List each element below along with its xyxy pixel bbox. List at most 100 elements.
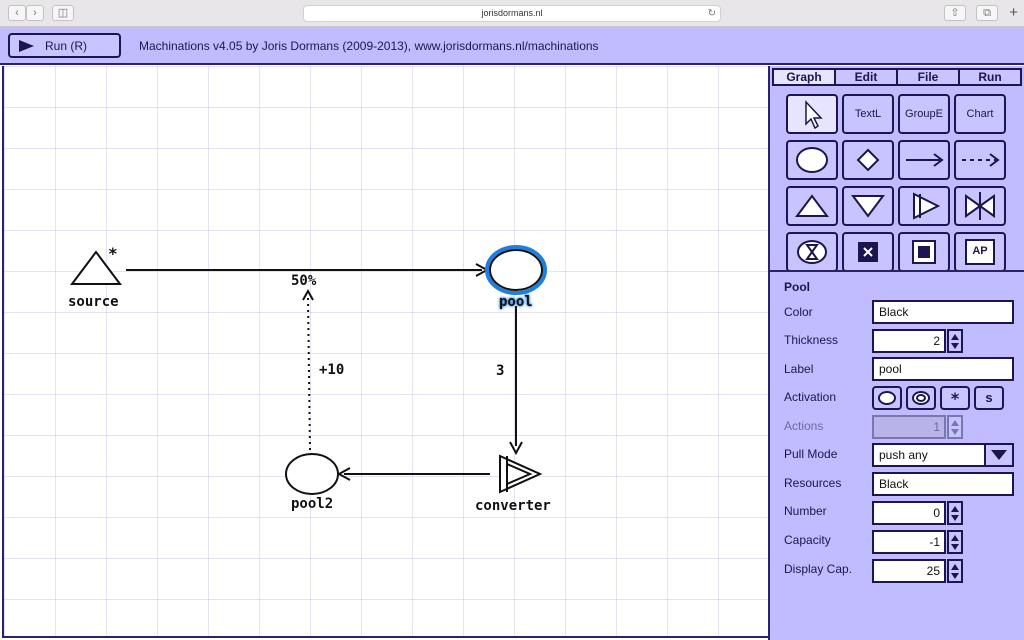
interactive-icon	[912, 391, 930, 405]
browser-toolbar: ‹ › ◫ jorisdormans.nl ↻ ⇧ ⧉ +	[0, 0, 1024, 27]
chart-tool-button[interactable]: Chart	[954, 94, 1006, 134]
star-icon: *	[951, 389, 960, 408]
properties-title: Pool	[784, 280, 810, 294]
capacity-stepper[interactable]	[947, 530, 963, 554]
diagram-canvas[interactable]: * source pool pool2 converter 50% 3 +10	[2, 66, 768, 638]
diagram-svg	[4, 66, 768, 636]
tab-run[interactable]: Run	[958, 68, 1022, 86]
drain-tool-button[interactable]	[842, 186, 894, 226]
converter-label: converter	[475, 498, 551, 514]
grid-background	[4, 66, 768, 636]
activation-starting-button[interactable]: s	[974, 386, 1004, 410]
chevron-down-icon	[991, 450, 1007, 460]
pool-tool-button[interactable]	[786, 140, 838, 180]
stepper-down-icon[interactable]	[951, 343, 959, 349]
register-icon	[912, 240, 936, 264]
resources-field[interactable]: Black	[872, 472, 1014, 496]
converter-tool-button[interactable]	[898, 186, 950, 226]
stepper-down-icon[interactable]	[951, 515, 959, 521]
capacity-field[interactable]: -1	[872, 530, 946, 554]
pool2-node[interactable]	[285, 453, 339, 495]
edge-label-state-modifier[interactable]: +10	[319, 362, 345, 378]
pull-mode-select[interactable]: push any	[872, 443, 1014, 467]
resource-connection-pool-converter[interactable]	[509, 306, 523, 456]
tab-bar: Graph Edit File Run	[772, 68, 1022, 86]
app-header: Run (R) Machinations v4.05 by Joris Dorm…	[0, 27, 1024, 65]
group-box-icon: GroupE	[905, 108, 943, 120]
pool-icon	[796, 147, 828, 173]
end-condition-icon	[858, 242, 878, 262]
delay-icon	[797, 240, 827, 264]
activation-automatic-button[interactable]: *	[940, 386, 970, 410]
delay-tool-button[interactable]	[786, 232, 838, 272]
tab-file[interactable]: File	[896, 68, 958, 86]
pointer-icon	[805, 100, 823, 130]
side-panel: Graph Edit File Run TextL GroupE Chart	[768, 66, 1024, 640]
pull-mode-value: push any	[879, 448, 928, 462]
color-label: Color	[784, 305, 813, 319]
actions-field: 1	[872, 415, 946, 439]
url-text: jorisdormans.nl	[481, 8, 543, 18]
source-tool-button[interactable]	[786, 186, 838, 226]
artificial-player-tool-button[interactable]: AP	[954, 232, 1006, 272]
gate-icon	[856, 148, 880, 172]
tabs-overview-icon[interactable]: ⧉	[976, 5, 998, 21]
thickness-stepper[interactable]	[947, 329, 963, 353]
actions-label: Actions	[784, 419, 824, 433]
select-tool-button[interactable]	[786, 94, 838, 134]
stepper-down-icon[interactable]	[951, 573, 959, 579]
stepper-down-icon[interactable]	[951, 544, 959, 550]
text-label-tool-button[interactable]: TextL	[842, 94, 894, 134]
tab-edit[interactable]: Edit	[834, 68, 896, 86]
actions-stepper	[947, 415, 963, 439]
number-stepper[interactable]	[947, 501, 963, 525]
ap-label: AP	[972, 245, 988, 257]
resource-connection-tool-button[interactable]	[898, 140, 950, 180]
pull-mode-label: Pull Mode	[784, 447, 838, 461]
state-connection-tool-button[interactable]	[954, 140, 1006, 180]
state-connection-pool2-label[interactable]	[302, 288, 314, 451]
end-condition-tool-button[interactable]	[842, 232, 894, 272]
stepper-up-icon[interactable]	[951, 506, 959, 512]
edge-label-flow-rate[interactable]: 3	[496, 363, 505, 379]
dropdown-button[interactable]	[984, 445, 1012, 465]
forward-button[interactable]: ›	[26, 5, 44, 21]
drain-icon	[851, 195, 885, 218]
sidebar-toggle-icon[interactable]: ◫	[52, 5, 74, 21]
stepper-down-icon	[951, 429, 959, 435]
activation-label: Activation	[784, 390, 837, 404]
number-field[interactable]: 0	[872, 501, 946, 525]
label-field[interactable]: pool	[872, 357, 1014, 381]
tab-graph[interactable]: Graph	[772, 68, 834, 86]
edge-label-50-percent[interactable]: 50%	[291, 273, 317, 289]
trader-icon	[965, 192, 995, 220]
new-tab-icon[interactable]: +	[1009, 4, 1018, 21]
number-label: Number	[784, 504, 827, 518]
converter-node[interactable]	[499, 454, 543, 494]
source-node[interactable]	[70, 250, 122, 285]
gate-tool-button[interactable]	[842, 140, 894, 180]
group-tool-button[interactable]: GroupE	[898, 94, 950, 134]
color-field[interactable]: Black	[872, 300, 1014, 324]
panel-divider	[770, 270, 1024, 272]
display-cap-stepper[interactable]	[947, 559, 963, 583]
trader-tool-button[interactable]	[954, 186, 1006, 226]
register-tool-button[interactable]	[898, 232, 950, 272]
text-label-icon: TextL	[854, 108, 882, 120]
display-cap-field[interactable]: 25	[872, 559, 946, 583]
thickness-field[interactable]: 2	[872, 329, 946, 353]
stepper-up-icon[interactable]	[951, 334, 959, 340]
stepper-up-icon[interactable]	[951, 535, 959, 541]
activation-interactive-button[interactable]	[906, 386, 936, 410]
capacity-label: Capacity	[784, 533, 831, 547]
reload-icon[interactable]: ↻	[707, 8, 716, 19]
pool-node[interactable]	[485, 245, 547, 295]
address-bar[interactable]: jorisdormans.nl ↻	[303, 5, 721, 22]
back-button[interactable]: ‹	[8, 5, 26, 21]
run-button[interactable]: Run (R)	[8, 33, 121, 58]
app-title: Machinations v4.05 by Joris Dormans (200…	[139, 39, 599, 53]
share-icon[interactable]: ⇧	[944, 5, 966, 21]
source-automatic-marker: *	[108, 244, 118, 263]
stepper-up-icon[interactable]	[951, 564, 959, 570]
activation-passive-button[interactable]	[872, 386, 902, 410]
